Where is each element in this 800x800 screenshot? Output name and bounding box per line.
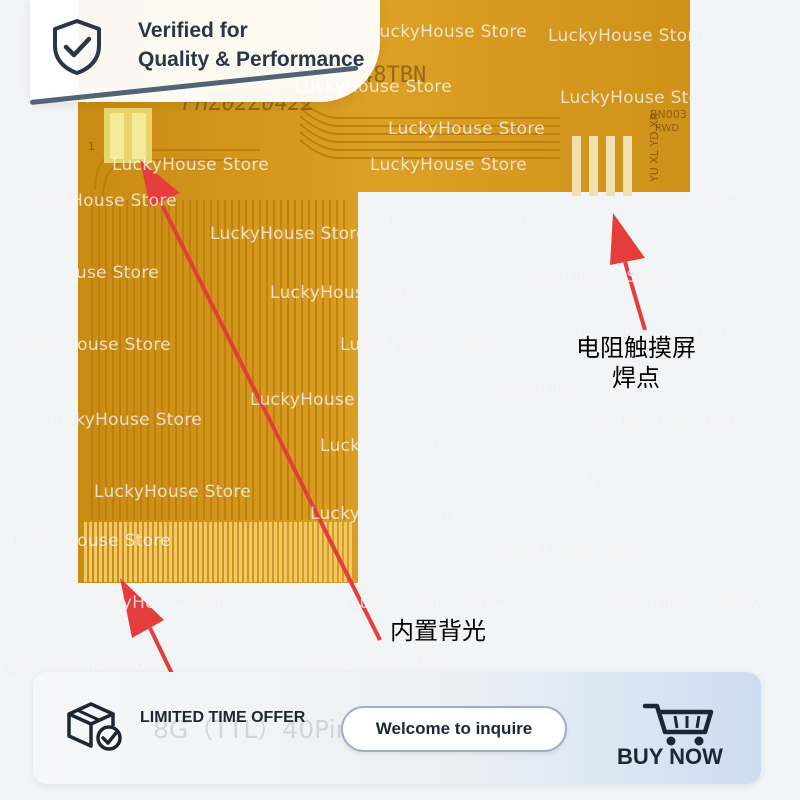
silkscreen-code2: RWD (655, 123, 679, 134)
watermark: LuckyHouse Store (20, 191, 178, 211)
limited-offer-label: LIMITED TIME OFFER (140, 709, 306, 726)
watermark: LuckyHouse Store (540, 471, 698, 491)
watermark: LuckyHouse Store (583, 191, 741, 211)
backlight-arrow-line (160, 204, 382, 641)
watermark: LuckyHouse Store (516, 267, 674, 287)
silkscreen-code1: BN003 (650, 108, 687, 121)
verified-badge: Verified for Quality & Performance (30, 0, 380, 102)
watermark: LuckyHouse Store (604, 593, 762, 613)
watermark: LuckyHouse Store (370, 155, 528, 175)
watermark: LuckyHouse Store (270, 283, 428, 303)
watermark: LuckyHouse Store (310, 504, 468, 524)
box-check-icon (67, 702, 122, 751)
verified-text: Verified for Quality & Performance (138, 16, 364, 74)
watermark: LuckyHouse Store (210, 224, 368, 244)
touch-arrow-head (610, 213, 645, 265)
contact-arrow-line (148, 627, 177, 681)
watermark: LuckyHouse Store (492, 379, 650, 399)
red-arrows (120, 160, 647, 681)
watermark: LuckyHouse Store (2, 263, 160, 283)
verified-line1: Verified for (138, 19, 248, 42)
watermark: LuckyHouse Store (560, 88, 718, 108)
watermark: LuckyHouse Store (573, 324, 731, 344)
horizontal-traces (94, 99, 560, 199)
backlight-arrow-head (140, 160, 180, 207)
watermark: LuckyHouse Store (390, 212, 548, 232)
watermark: LuckyHouse Store (340, 335, 498, 355)
shield-check-icon (53, 19, 101, 75)
touch-solder-pads (572, 136, 632, 196)
watermark: LuckyHouse Store (14, 531, 172, 551)
watermark: LuckyHouse Store (14, 335, 172, 355)
watermark: LuckyHouse Store (592, 410, 750, 430)
watermark: LuckyHouse Store (492, 542, 650, 562)
backlight-annotation: 内置背光 (390, 617, 486, 645)
touch-arrow-line (623, 261, 647, 331)
watermark: LuckyHouse Store (548, 26, 706, 46)
touch-annotation-line2: 焊点 (612, 364, 660, 392)
silkscreen-pins: YU XL YD XR (648, 112, 661, 183)
watermark: LuckyHouse Store (350, 593, 508, 613)
silkscreen-pin1: 1 (88, 140, 95, 153)
inquire-button[interactable]: Welcome to inquire (341, 706, 567, 752)
watermark: LuckyHouse Store (370, 22, 528, 42)
offer-banner: 8G（TTL）40Pin贴片，0.5mm间距 LIMITED TIME OFFE… (33, 672, 761, 784)
contact-arrow-head (120, 578, 164, 638)
verified-line2: Quality & Performance (138, 48, 365, 71)
buy-now-button[interactable]: BUY NOW (617, 744, 723, 769)
watermark: LuckyHouse Store (82, 593, 240, 613)
watermark: LuckyHouse Store (94, 482, 252, 502)
watermark: LuckyHouse Store (250, 390, 408, 410)
touch-annotation-line1: 电阻触摸屏 (576, 334, 696, 362)
backlight-pads (104, 108, 152, 163)
watermark: LuckyHouse Store (388, 119, 546, 139)
watermark: LuckyHouse Store (45, 410, 203, 430)
touch-annotation: 电阻触摸屏 焊点 (556, 333, 716, 393)
watermark: LuckyHouse Store (304, 647, 462, 667)
watermark: LuckyHouse Store (112, 155, 270, 175)
bottom-contacts (84, 522, 352, 582)
vertical-traces (91, 200, 345, 520)
watermark: LuckyHouse Store (320, 436, 478, 456)
shopping-cart-icon[interactable] (639, 700, 719, 748)
